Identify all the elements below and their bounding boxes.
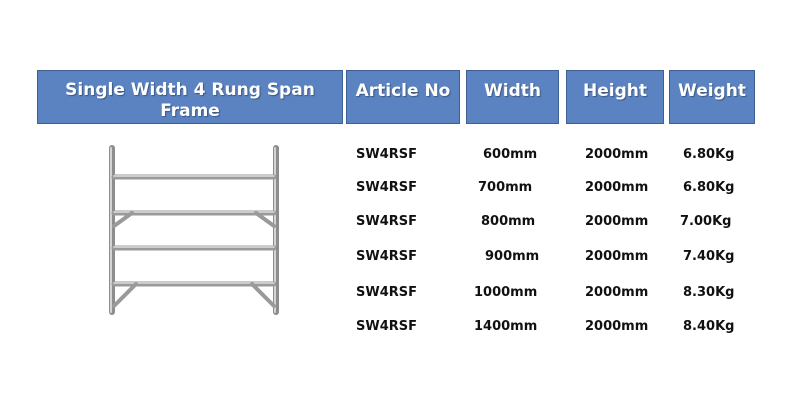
header-height: Height (566, 70, 664, 124)
cell-weight: 7.00Kg (680, 214, 732, 229)
cell-article: SW4RSF (356, 249, 418, 264)
cell-height: 2000mm (585, 180, 649, 195)
cell-weight: 8.30Kg (683, 285, 735, 300)
header-weight: Weight (669, 70, 755, 124)
cell-weight: 6.80Kg (683, 180, 735, 195)
cell-width: 1000mm (474, 285, 538, 300)
cell-width: 600mm (483, 147, 538, 162)
cell-height: 2000mm (585, 249, 649, 264)
cell-article: SW4RSF (356, 319, 418, 334)
cell-height: 2000mm (585, 319, 649, 334)
cell-weight: 8.40Kg (683, 319, 735, 334)
cell-weight: 6.80Kg (683, 147, 735, 162)
cell-width: 800mm (481, 214, 536, 229)
cell-article: SW4RSF (356, 285, 418, 300)
cell-height: 2000mm (585, 285, 649, 300)
cell-height: 2000mm (585, 147, 649, 162)
header-article-no: Article No (346, 70, 460, 124)
header-product: Single Width 4 Rung Span Frame (37, 70, 343, 124)
cell-width: 1400mm (474, 319, 538, 334)
cell-article: SW4RSF (356, 180, 418, 195)
cell-width: 700mm (478, 180, 533, 195)
header-product-line1: Single Width 4 Rung Span (65, 80, 315, 100)
cell-article: SW4RSF (356, 147, 418, 162)
cell-height: 2000mm (585, 214, 649, 229)
cell-weight: 7.40Kg (683, 249, 735, 264)
cell-width: 900mm (485, 249, 540, 264)
cell-article: SW4RSF (356, 214, 418, 229)
span-frame-ladder-icon (109, 145, 279, 315)
header-width: Width (466, 70, 559, 124)
header-product-line2: Frame (160, 101, 220, 121)
